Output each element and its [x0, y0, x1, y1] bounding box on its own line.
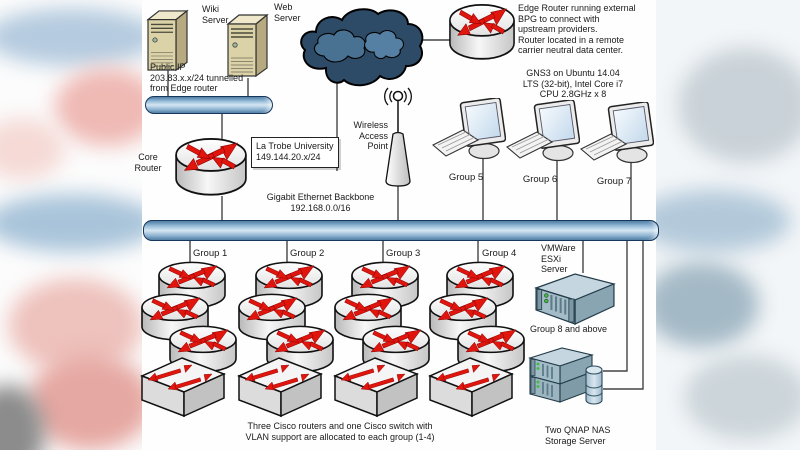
vmware-esxi-server-icon — [534, 268, 616, 330]
group1-label: Group 1 — [193, 248, 228, 259]
university-note-box: La Trobe University 149.144.20.x/24 — [251, 137, 339, 168]
nas-label: Two QNAP NAS Storage Server — [545, 425, 611, 446]
group5-label: Group 5 — [448, 172, 484, 183]
qnap-nas-icon — [528, 344, 608, 420]
wiki-server-label: Wiki Server — [202, 4, 229, 25]
footnote: Three Cisco routers and one Cisco switch… — [245, 421, 435, 442]
group4-switch-icon — [428, 356, 514, 420]
gns3-note: GNS3 on Ubuntu 14.04 LTS (32-bit), Intel… — [522, 68, 624, 100]
group4-label: Group 4 — [482, 248, 517, 259]
public-ip-note: Public IP 203.83.x.x/24 tunnelled from E… — [150, 62, 244, 94]
group6-workstation-icon — [506, 100, 580, 168]
core-router-label: Core Router — [134, 152, 162, 173]
esxi-server-label: VMWare ESXi Server — [541, 243, 576, 275]
group1-switch-icon — [140, 356, 226, 420]
edge-router-note: Edge Router running external BPG to conn… — [518, 3, 636, 56]
group2-label: Group 2 — [290, 248, 325, 259]
group7-workstation-icon — [580, 102, 654, 170]
right-blur-background — [656, 0, 800, 450]
group8-note: Group 8 and above — [530, 324, 608, 334]
group7-label: Group 7 — [596, 176, 632, 187]
wireless-access-point-label: Wireless Access Point — [353, 120, 388, 152]
group5-workstation-icon — [432, 98, 506, 166]
edge-router-icon — [448, 2, 516, 64]
backbone-label: Gigabit Ethernet Backbone 192.168.0.0/16 — [266, 192, 375, 213]
group2-switch-icon — [237, 356, 323, 420]
group3-switch-icon — [333, 356, 419, 420]
public-ip-segment-pipe — [145, 96, 273, 114]
web-server-label: Web Server — [274, 2, 301, 23]
core-router-icon — [174, 136, 248, 200]
group6-label: Group 6 — [522, 174, 558, 185]
left-blur-background — [0, 0, 142, 450]
gigabit-backbone-pipe — [143, 220, 659, 241]
group3-label: Group 3 — [386, 248, 421, 259]
